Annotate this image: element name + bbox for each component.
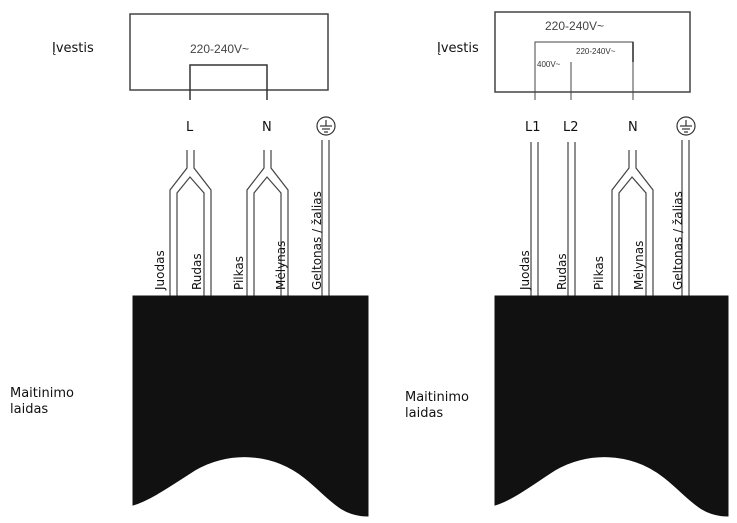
right-input-label: Įvestis [437, 41, 479, 56]
right-wire-n [611, 150, 654, 296]
right-earth-icon [676, 116, 696, 136]
right-inner-voltage-220: 220-240V~ [576, 47, 616, 56]
left-input-box [129, 13, 329, 91]
right-diagram: Įvestis 220-240V~ 400V~ 220-240V~ L1 L2 … [437, 11, 729, 517]
left-box-voltage: 220-240V~ [190, 42, 249, 56]
right-inner-400-line [534, 41, 634, 100]
left-wire-label-juodas: Juodas [153, 250, 167, 291]
left-terminal-l: L [186, 120, 194, 135]
right-terminal-l1: L1 [525, 120, 541, 135]
right-wire-l1 [530, 142, 539, 296]
left-wire-label-pilkas: Pilkas [232, 256, 246, 290]
right-wire-l2 [567, 142, 576, 296]
right-cable-label-line1: Maitinimo [405, 390, 469, 405]
left-input-label: Įvestis [52, 41, 94, 56]
left-wire-label-melynas: Mėlynas [274, 241, 288, 290]
left-bridge-line [189, 64, 268, 100]
left-wire-label-geltonas-zalias: Geltonas / žalias [310, 191, 324, 290]
left-cable-body [132, 295, 369, 517]
right-cable-label-line2: laidas [405, 406, 444, 421]
right-cable-body [494, 295, 729, 517]
right-terminal-l2: L2 [563, 120, 579, 135]
right-inner-voltage-400: 400V~ [537, 60, 561, 69]
right-wire-label-juodas: Juodas [518, 250, 532, 291]
right-wire-label-pilkas: Pilkas [592, 256, 606, 290]
right-wire-earth [681, 140, 690, 296]
left-wire-earth [321, 140, 330, 296]
left-earth-icon [316, 116, 336, 136]
left-cable-label-line2: laidas [10, 402, 49, 417]
right-wire-label-rudas: Rudas [555, 253, 569, 290]
left-cable-label-line1: Maitinimo [10, 386, 74, 401]
right-wire-label-melynas: Mėlynas [632, 241, 646, 290]
left-cable-label: Maitinimo laidas [10, 386, 74, 418]
right-box-voltage: 220-240V~ [545, 19, 604, 33]
left-diagram: Įvestis 220-240V~ L N [52, 13, 369, 517]
right-cable-label: Maitinimo laidas [405, 390, 469, 422]
left-wire-label-rudas: Rudas [190, 253, 204, 290]
left-terminal-n: N [262, 120, 272, 135]
right-input-box [494, 11, 691, 93]
right-wire-label-geltonas-zalias: Geltonas / žalias [671, 191, 685, 290]
right-terminal-n: N [628, 120, 638, 135]
left-wire-n [246, 150, 289, 296]
left-wire-l [169, 150, 212, 296]
